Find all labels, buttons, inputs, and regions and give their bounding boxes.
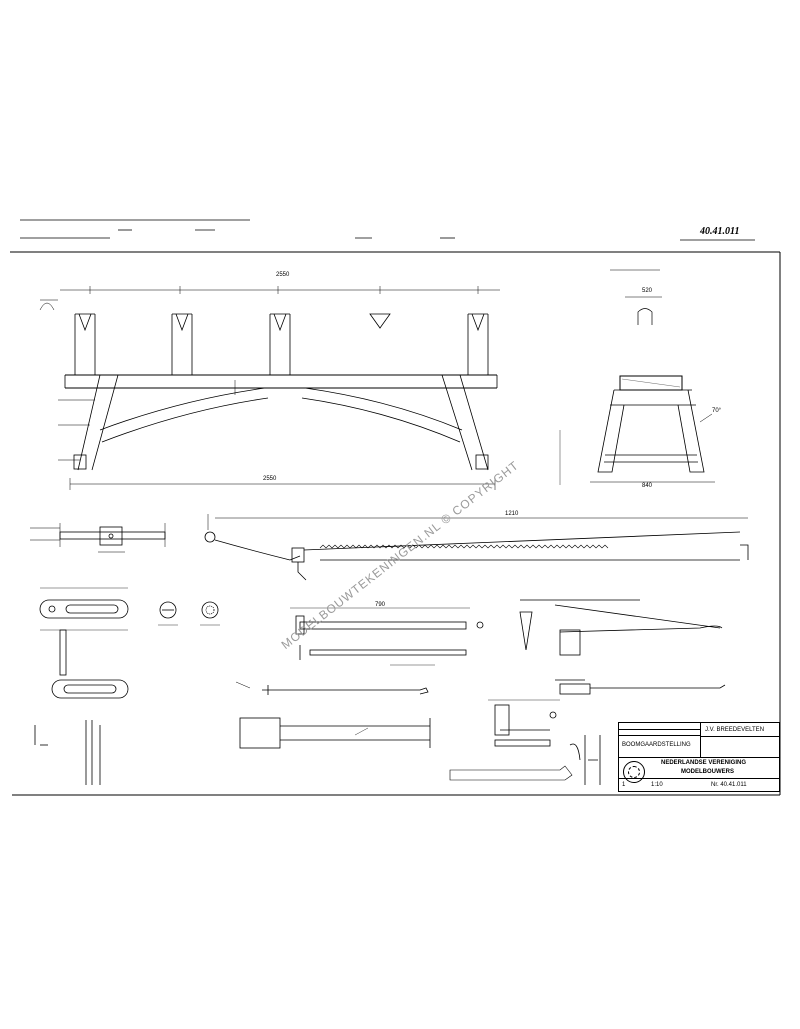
drawing-scale: 1:10: [651, 782, 663, 788]
organization-line-1: NEDERLANDSE VERENIGING: [661, 760, 747, 766]
rod-details: [235, 607, 484, 749]
section-base-dim: 840: [642, 483, 653, 489]
title-block-right: J.V. BREEDEVELTEN: [701, 723, 779, 757]
saw-detail: [204, 514, 749, 581]
draftsman-name: J.V. BREEDEVELTEN: [705, 727, 765, 733]
object-name: BOOMGAARDSTELLING: [622, 742, 691, 748]
saw-length-dim: 1210: [505, 511, 519, 517]
title-block: BOOMGAARDSTELLING J.V. BREEDEVELTEN NEDE…: [618, 722, 780, 792]
drawing-number: 40.41.011: [700, 226, 740, 237]
sheet-reference: Nr. 40.41.011: [711, 782, 747, 788]
sheet-border: [10, 251, 781, 796]
section-view: [559, 269, 715, 485]
association-seal-icon: [623, 761, 645, 783]
base-length-dim: 2550: [263, 476, 277, 482]
dimension-ticks: [89, 286, 479, 294]
header-lines: [20, 219, 755, 241]
plate-details: [34, 587, 220, 785]
overall-length-dim: 2550: [276, 272, 290, 278]
title-block-bottom: NEDERLANDSE VERENIGING MODELBOUWERS 1 1:…: [619, 757, 779, 791]
title-block-left: BOOMGAARDSTELLING: [619, 723, 701, 757]
side-angle-dim: 70°: [712, 408, 722, 414]
sheet-date: 1: [622, 782, 626, 788]
fitting-detail: [30, 523, 166, 553]
tool-details: [449, 599, 726, 785]
top-width-dim: 520: [642, 288, 653, 294]
front-view: [39, 289, 500, 490]
organization-line-2: MODELBOUWERS: [681, 769, 734, 775]
bar-length-dim: 790: [375, 602, 386, 608]
